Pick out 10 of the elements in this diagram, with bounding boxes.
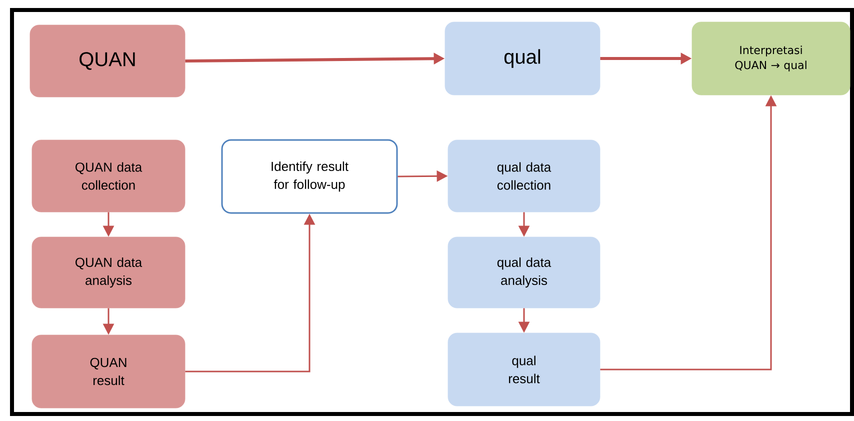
process-box: Interpretasi QUAN → qual [692, 22, 850, 96]
process-box: QUAN data collection [32, 140, 186, 212]
process-box: qual data collection [448, 140, 600, 212]
process-box: qual data analysis [448, 236, 600, 308]
process-box: Identify result for follow-up [221, 139, 398, 214]
process-box: QUAN result [32, 334, 186, 408]
process-box: qual result [448, 332, 600, 406]
process-box: QUAN [30, 24, 186, 98]
process-box: qual [444, 22, 600, 96]
process-box: QUAN data analysis [32, 236, 186, 308]
